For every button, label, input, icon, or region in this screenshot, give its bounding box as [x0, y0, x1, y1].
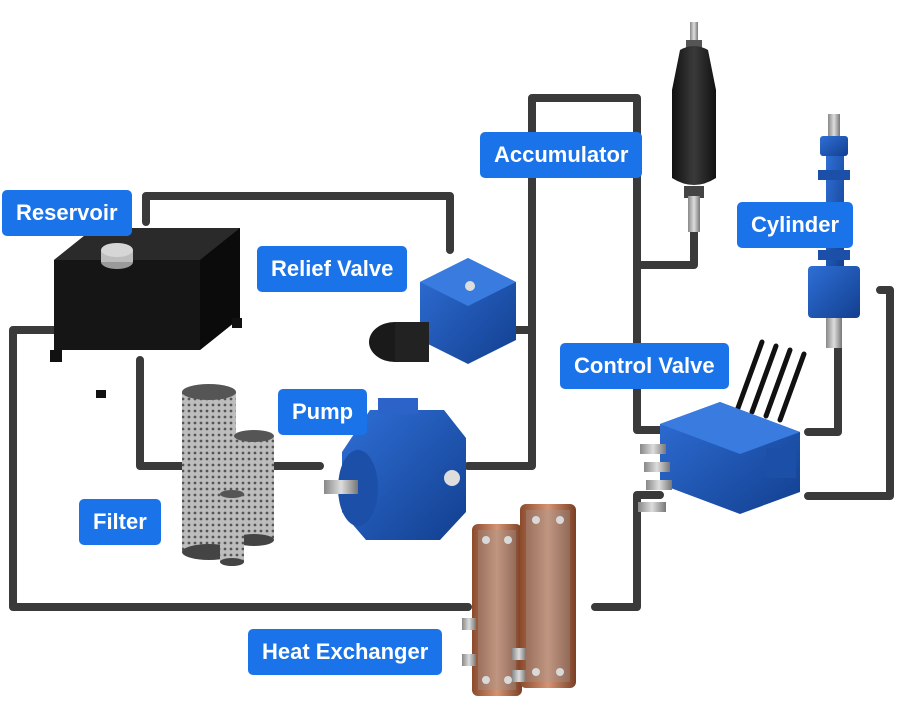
pipe-accumulator — [633, 226, 698, 269]
filter-component — [182, 384, 274, 566]
pump-component — [324, 398, 466, 540]
filter-label: Filter — [79, 499, 161, 545]
control-valve-label: Control Valve — [560, 343, 729, 389]
control-valve-component — [638, 339, 807, 514]
pipe-cylinder-a — [804, 341, 842, 436]
relief-valve-component — [369, 258, 516, 364]
pipe-pump-pressure — [464, 94, 664, 470]
accumulator-label: Accumulator — [480, 132, 643, 178]
pipe-heat-reservoir — [9, 326, 472, 611]
pipe-reservoir-filter — [136, 356, 189, 470]
cylinder-label: Cylinder — [737, 202, 854, 248]
pump-label: Pump — [278, 389, 368, 435]
heat-exchanger-component — [462, 504, 576, 696]
accumulator-component — [672, 22, 716, 232]
heat-exchanger-label: Heat Exchanger — [248, 629, 443, 675]
pipe-network — [9, 94, 894, 611]
reservoir-label: Reservoir — [2, 190, 132, 236]
pipe-reservoir-relief — [142, 192, 454, 254]
cylinder-component — [808, 114, 860, 348]
relief-valve-label: Relief Valve — [257, 246, 408, 292]
reservoir-component — [50, 228, 242, 398]
pipe-cylinder-b — [804, 286, 894, 500]
pipe-control-heat — [591, 491, 664, 611]
